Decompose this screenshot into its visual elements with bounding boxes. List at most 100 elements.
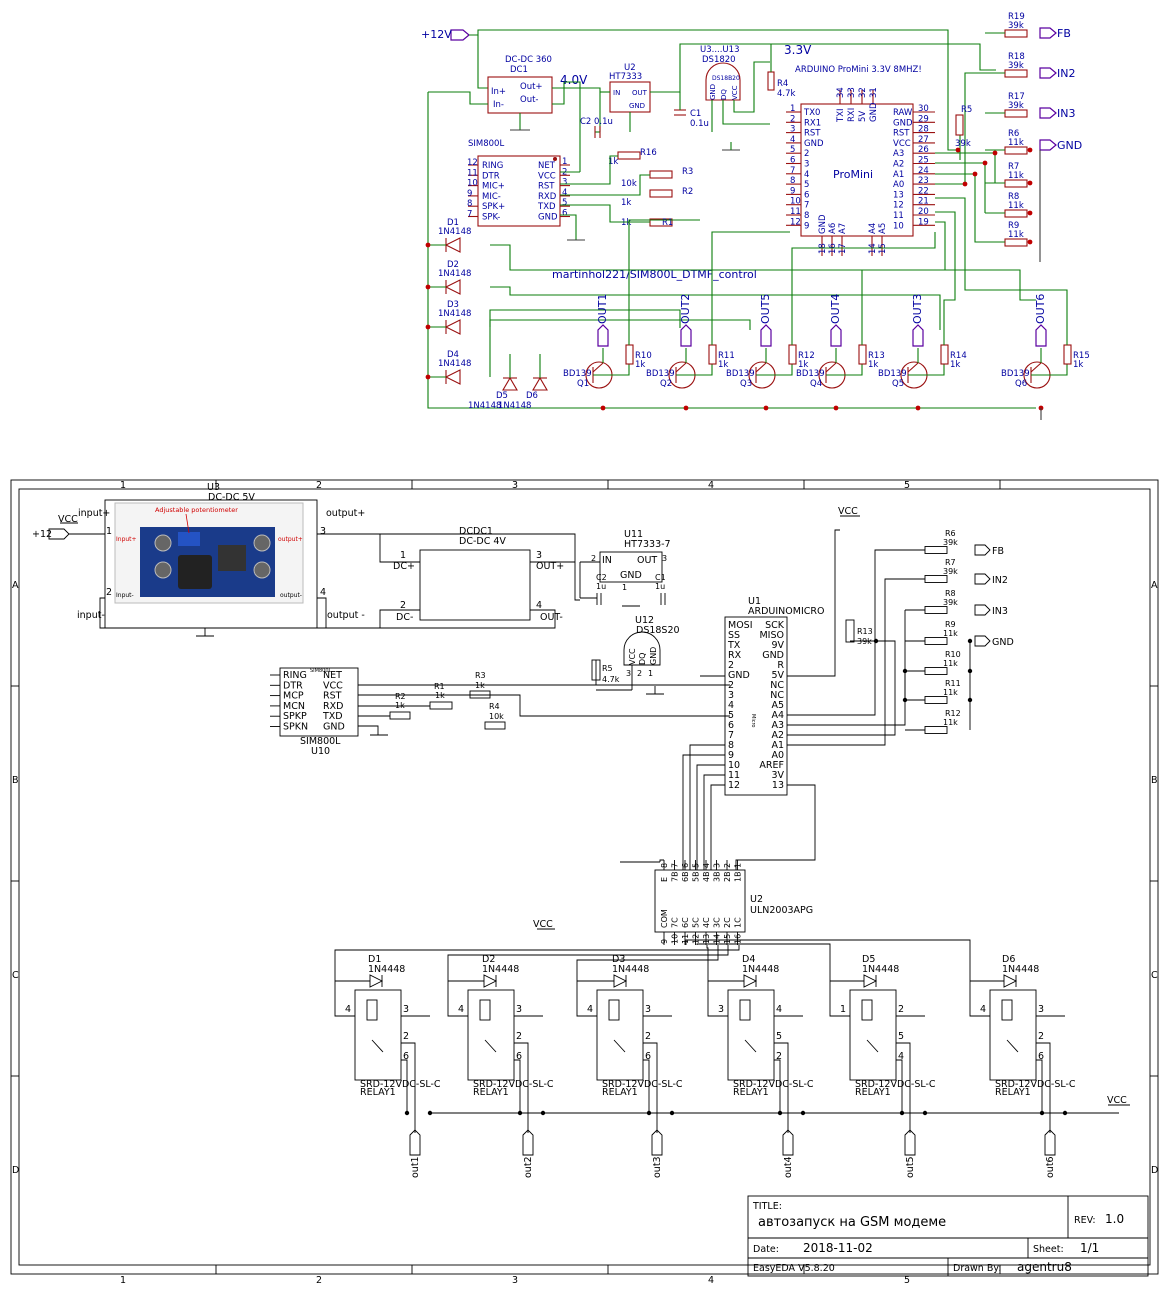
u11-p1: 1 <box>622 583 627 592</box>
uln-pin-num: 9 <box>660 939 669 944</box>
u2-ref: U2 <box>624 63 636 73</box>
divider-ref-b: R11 <box>945 679 961 688</box>
grid-col-label: 2 <box>316 480 322 491</box>
divider-resistor-body <box>1004 146 1028 155</box>
relay-wire <box>896 1059 903 1113</box>
diode-ref: D2 <box>447 260 459 270</box>
divider-wire <box>935 72 985 185</box>
divider-wire-b <box>787 578 905 746</box>
junction-dot-b <box>967 668 973 674</box>
u3-name: DC-DC 5V <box>208 492 255 503</box>
output-port <box>680 324 692 347</box>
title-label: TITLE: <box>752 1201 782 1212</box>
base-resistor-body <box>858 344 867 365</box>
u1-micro: Micro <box>750 714 756 727</box>
uln-pin-label: E <box>660 877 669 882</box>
sim-pin-num: 4 <box>562 188 567 198</box>
relay-pin: 6 <box>516 1051 522 1062</box>
relay-pin: 3 <box>516 1004 522 1015</box>
promini-pin-num: 18 <box>818 243 828 254</box>
diode-ref: D6 <box>526 391 538 401</box>
base-resistor-body <box>940 344 949 365</box>
relay-coil <box>479 999 491 1021</box>
micro-pin-label: 4 <box>728 700 734 711</box>
arduino-micro-pins: MOSISSTXRX2GND23456789101112SCKMISO9VGND… <box>682 620 816 870</box>
promini-pin-label: 9 <box>804 221 809 231</box>
relay-wire <box>1036 1059 1043 1113</box>
junction-dot <box>1027 210 1033 216</box>
relay-name: SRD-12VDC-SL-C <box>855 1079 936 1090</box>
uln-pin-label: 6C <box>681 917 690 928</box>
diode-val: 1N4148 <box>438 227 471 237</box>
transistor-leads <box>825 362 837 373</box>
ds-pin-vcc: VCC <box>731 85 739 100</box>
u3-output-minus: output - <box>327 610 365 621</box>
promini-pin-label: 2 <box>804 149 809 159</box>
sim-pin-label: NET <box>538 161 556 171</box>
dcdc1-out-minus: OUT- <box>540 612 563 623</box>
grid-row-label: B <box>1151 775 1158 786</box>
dcdc1-p1: 1 <box>400 550 406 561</box>
pot-note: Adjustable potentiometer <box>155 506 238 514</box>
relay-pin: 5 <box>898 1031 904 1042</box>
img-output-plus: output+ <box>278 536 303 543</box>
promini-pin-label: GND <box>818 214 828 234</box>
sim-pin-num: 12 <box>467 158 478 168</box>
divider-resistor-val: 39k <box>1008 21 1024 31</box>
promini-pin-num: 20 <box>918 207 929 217</box>
junction-dot-b <box>967 638 973 644</box>
sim800l-module-b <box>279 667 359 737</box>
uln-pin-label: 1C <box>734 917 743 928</box>
micro-pin-label: A5 <box>771 700 784 711</box>
junction-dot <box>425 284 431 290</box>
sim-pin-label: MCN <box>283 701 305 712</box>
grid-col-label: 1 <box>120 1275 126 1286</box>
net-port-b <box>974 604 991 616</box>
base-resistor-ref: R15 <box>1073 351 1090 361</box>
uln-pin-num: 14 <box>713 934 722 944</box>
diode-wire <box>489 319 751 377</box>
transistor-ref: Q3 <box>740 379 752 389</box>
sim-pin-label: MCP <box>283 691 304 702</box>
micro-pin-label: 13 <box>772 780 784 791</box>
relay-drive-wire <box>685 939 971 981</box>
u3-output-plus: output+ <box>326 508 365 519</box>
uln-pin-num: 10 <box>671 934 680 944</box>
relay-diode-ref: D1 <box>368 954 381 965</box>
junction-dot <box>683 405 689 411</box>
uln-pin-num: 4 <box>702 863 711 868</box>
dcdc1-p2: 2 <box>400 600 406 611</box>
promini-pin-label: 4 <box>804 170 809 180</box>
r5-val: 39k <box>955 139 971 149</box>
u11-in: IN <box>602 555 612 566</box>
relay-contact <box>484 1039 497 1053</box>
net-port <box>1039 67 1057 79</box>
diode-wire <box>490 244 1036 301</box>
uln-wire <box>659 859 664 862</box>
relay-wire <box>774 1042 789 1133</box>
flyback-diode <box>369 974 384 988</box>
base-resistor-val: 1k <box>718 360 728 370</box>
diode-ref: D5 <box>496 391 508 401</box>
grid-col-label: 1 <box>120 480 126 491</box>
sheet-value: 1/1 <box>1080 1241 1099 1255</box>
junction-dot <box>1027 180 1033 186</box>
micro-pin-label: NC <box>770 690 784 701</box>
sim-unit: U10 <box>311 746 330 757</box>
relay-diode-val: 1N4448 <box>368 964 405 975</box>
grid-row-label: C <box>12 970 19 981</box>
sheet-title: автозапуск на GSM модеме <box>758 1215 946 1230</box>
u11-out: OUT <box>637 555 657 566</box>
promini-pin-num: 4 <box>790 135 795 145</box>
output-port-label: OUT3 <box>911 294 924 324</box>
diode-val: 1N4148 <box>498 401 531 411</box>
output-port <box>760 324 772 347</box>
output-port <box>912 324 924 347</box>
sim-pin-label: MIC+ <box>482 182 505 192</box>
micro-pin-label: 12 <box>728 780 740 791</box>
promini-pin-label: 13 <box>893 190 904 200</box>
base-resistor-val: 1k <box>635 360 645 370</box>
relay-output-port <box>409 1129 421 1156</box>
